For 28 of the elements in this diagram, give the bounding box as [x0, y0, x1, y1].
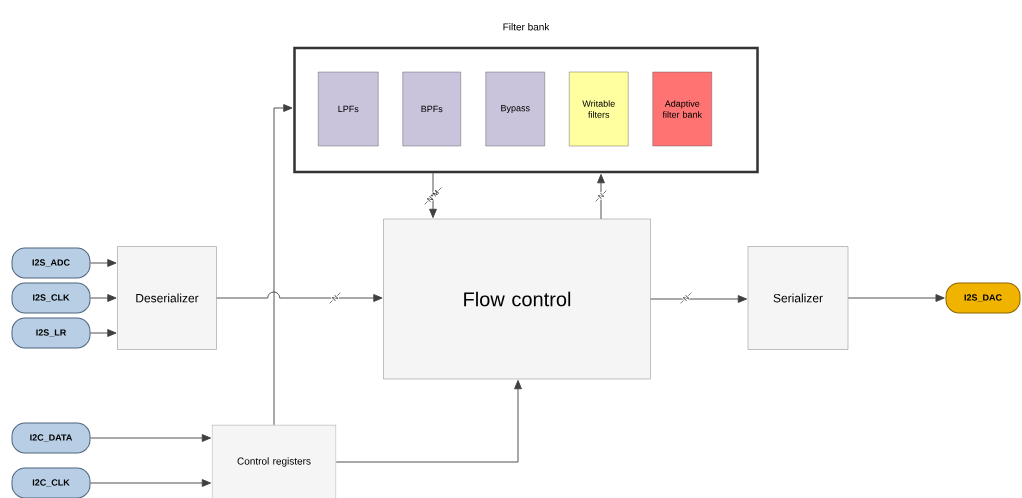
filter-box: BPFs [402, 71, 461, 147]
group-title: Filter bank [503, 23, 550, 31]
signal-pill: I2S_LR [11, 317, 91, 349]
arrow [273, 104, 293, 426]
process-box: Control registers [211, 424, 337, 498]
arrow [216, 291, 383, 302]
process-box: Deserializer [117, 246, 217, 350]
arrow [847, 294, 945, 302]
arrow [90, 479, 212, 487]
arrow [597, 174, 605, 220]
filter-box: Writable filters [569, 71, 629, 147]
arrow [335, 379, 522, 463]
filter-box: LPFs [318, 71, 379, 147]
arrow [90, 434, 212, 442]
filter-box: Adaptive filter bank [652, 71, 712, 147]
arrow [90, 259, 117, 267]
signal-pill: I2S_CLK [11, 282, 91, 314]
arrow [429, 172, 437, 219]
filter-box: Bypass [485, 71, 545, 147]
arrow [90, 294, 117, 302]
arrow [650, 295, 748, 303]
signal-pill: I2C_DATA [11, 422, 91, 454]
signal-pill: I2S_ADC [11, 247, 91, 279]
signal-pill: I2C_CLK [11, 467, 91, 498]
process-box: Flow control [383, 218, 651, 380]
process-box: Serializer [747, 246, 849, 350]
signal-pill: I2S_DAC [945, 282, 1021, 314]
arrow [90, 329, 117, 337]
